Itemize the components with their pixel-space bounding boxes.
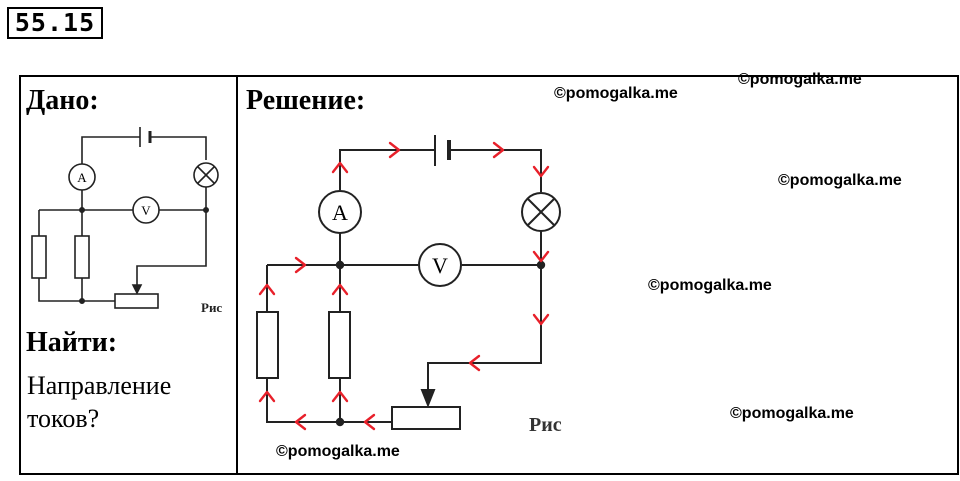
voltmeter — [418, 243, 462, 287]
column-divider — [236, 75, 238, 475]
given-rheostat — [114, 293, 159, 309]
watermark: ©pomogalka.me — [648, 277, 772, 294]
given-resistor-right — [74, 235, 90, 279]
current-arrow-up — [258, 390, 276, 403]
current-arrow-up — [331, 283, 349, 296]
resistor-right — [328, 311, 351, 379]
given-ammeter-label: A — [77, 170, 87, 185]
wire-top-left — [339, 149, 435, 190]
current-arrow-up — [331, 161, 349, 174]
given-wire-slider — [136, 210, 207, 290]
ammeter-label: A — [332, 200, 348, 225]
watermark: ©pomogalka.me — [276, 443, 400, 460]
watermark: ©pomogalka.me — [738, 71, 862, 88]
given-junction — [79, 297, 86, 304]
given-voltmeter-label: V — [141, 203, 151, 218]
current-arrow-down — [532, 313, 550, 326]
solution-figure-caption: Рис — [529, 414, 562, 436]
given-figure-caption: Рис — [201, 300, 222, 315]
current-direction-arrows — [258, 141, 550, 431]
watermark: ©pomogalka.me — [730, 405, 854, 422]
given-heading: Дано: — [26, 85, 99, 116]
current-arrow-up — [331, 390, 349, 403]
solution-heading: Решение: — [246, 85, 366, 116]
slider-arrow — [420, 389, 436, 408]
current-arrow-left — [468, 354, 481, 372]
current-arrow-right — [492, 141, 505, 159]
given-voltmeter — [132, 196, 160, 224]
current-arrow-down — [532, 250, 550, 263]
current-arrow-left — [363, 413, 376, 431]
solution-frame — [19, 75, 959, 475]
given-circuit — [31, 127, 219, 309]
rheostat — [391, 406, 461, 430]
find-text-line2: токов? — [27, 404, 100, 433]
resistor-left — [256, 311, 279, 379]
solution-circuit — [256, 135, 561, 430]
find-heading: Найти: — [26, 327, 118, 358]
problem-number: 55.15 — [7, 7, 103, 39]
watermark: ©pomogalka.me — [554, 85, 678, 102]
find-text-line1: Направление — [27, 371, 172, 400]
given-slider-arrow — [131, 284, 143, 295]
wire-top-right — [449, 149, 542, 192]
lamp-cross — [526, 197, 556, 227]
current-arrow-left — [294, 413, 307, 431]
given-lamp-cross — [196, 165, 216, 185]
current-arrow-up — [258, 283, 276, 296]
current-arrow-right — [294, 256, 307, 274]
wire-slider — [427, 265, 542, 397]
watermark: ©pomogalka.me — [778, 172, 902, 189]
given-wire-left-bottom — [38, 278, 115, 302]
given-resistor-left — [31, 235, 47, 279]
current-arrow-down — [532, 165, 550, 178]
given-wire-top-right — [150, 136, 207, 160]
current-arrow-right — [388, 141, 401, 159]
voltmeter-label: V — [432, 253, 448, 278]
given-wire-top-left — [81, 136, 140, 164]
junction-node — [335, 417, 345, 427]
